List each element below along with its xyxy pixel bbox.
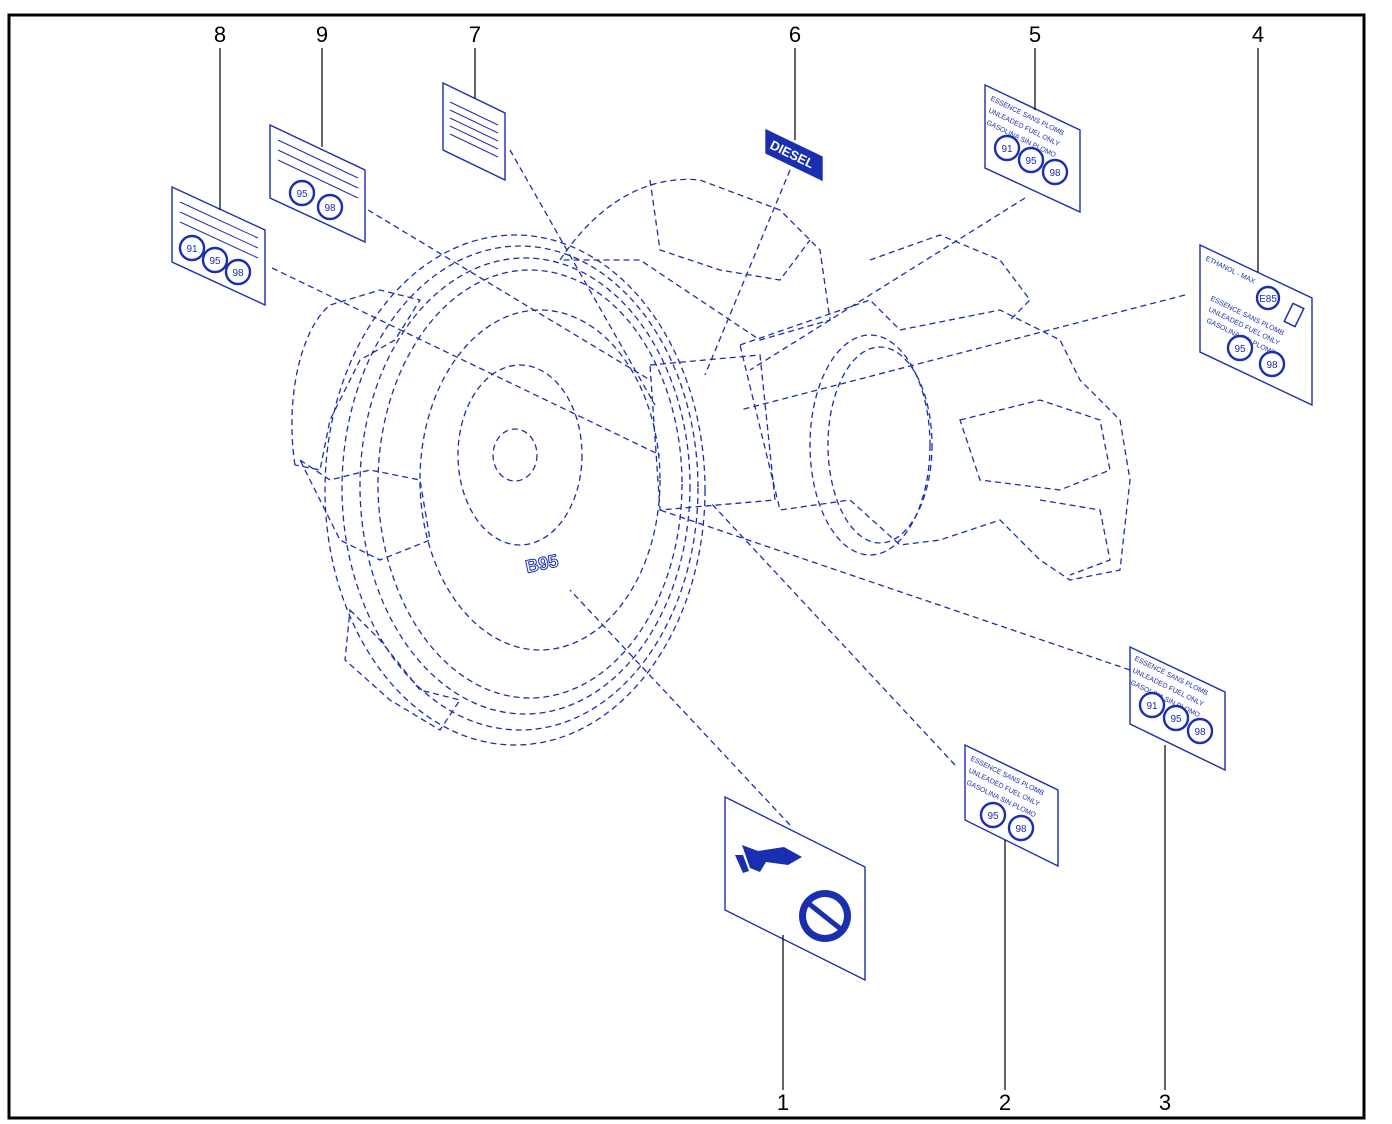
callout-3: 3 [1159,1090,1171,1115]
diagram-frame [7,13,1366,1120]
callout-1: 1 [777,1090,789,1115]
grade-98-badge: 98 [1266,360,1278,371]
label-5-unleaded-91-95-98: ESSENCE SANS PLOMB UNLEADED FUEL ONLY GA… [984,83,1081,214]
grade-e85-badge: E85 [1259,294,1277,305]
grade-95-badge: 95 [1025,156,1037,167]
callout-2: 2 [999,1090,1011,1115]
grade-98-badge: 98 [1194,727,1206,738]
grade-98-badge: 98 [1049,168,1061,179]
fuel-pump-icon [1283,302,1305,328]
grade-98-badge: 98 [324,203,336,214]
label-1-pictogram [724,795,866,982]
label-2-unleaded-95-98: ESSENCE SANS PLOMB UNLEADED FUEL ONLY GA… [964,743,1059,868]
embossed-code: B95 [524,550,560,576]
label-9-unleaded-95-98: 95 98 [269,123,366,244]
callout-5: 5 [1029,22,1041,47]
callout-4: 4 [1252,22,1264,47]
grade-91-badge: 91 [1001,144,1013,155]
grade-95-badge: 95 [296,189,308,200]
label-7-text-notice [442,81,506,182]
grade-95-badge: 95 [1170,714,1182,725]
label-3-unleaded-91-95-98: ESSENCE SANS PLOMB UNLEADED FUEL ONLY GA… [1129,645,1226,772]
callouts: 1 2 3 4 5 6 7 8 9 [214,22,1264,1115]
label-8-unleaded-91-95-98: 91 95 98 [171,185,266,307]
callout-6: 6 [789,22,801,47]
grade-95-badge: 95 [209,256,221,267]
label-6-diesel: DIESEL [765,128,823,182]
label-4-e85-95-98: ETHANOL - MAX E85 ESSENCE SANS PLOMB UNL… [1199,243,1313,407]
callout-7: 7 [469,22,481,47]
grade-98-badge: 98 [1015,824,1027,835]
grade-91-badge: 91 [186,244,198,255]
callout-8: 8 [214,22,226,47]
grade-98-badge: 98 [232,268,244,279]
callout-9: 9 [316,22,328,47]
leader-lines [271,149,1186,826]
grade-95-badge: 95 [1234,344,1246,355]
grade-95-badge: 95 [987,811,999,822]
grade-91-badge: 91 [1146,701,1158,712]
fuel-filler-assembly: B95 [291,178,1131,746]
